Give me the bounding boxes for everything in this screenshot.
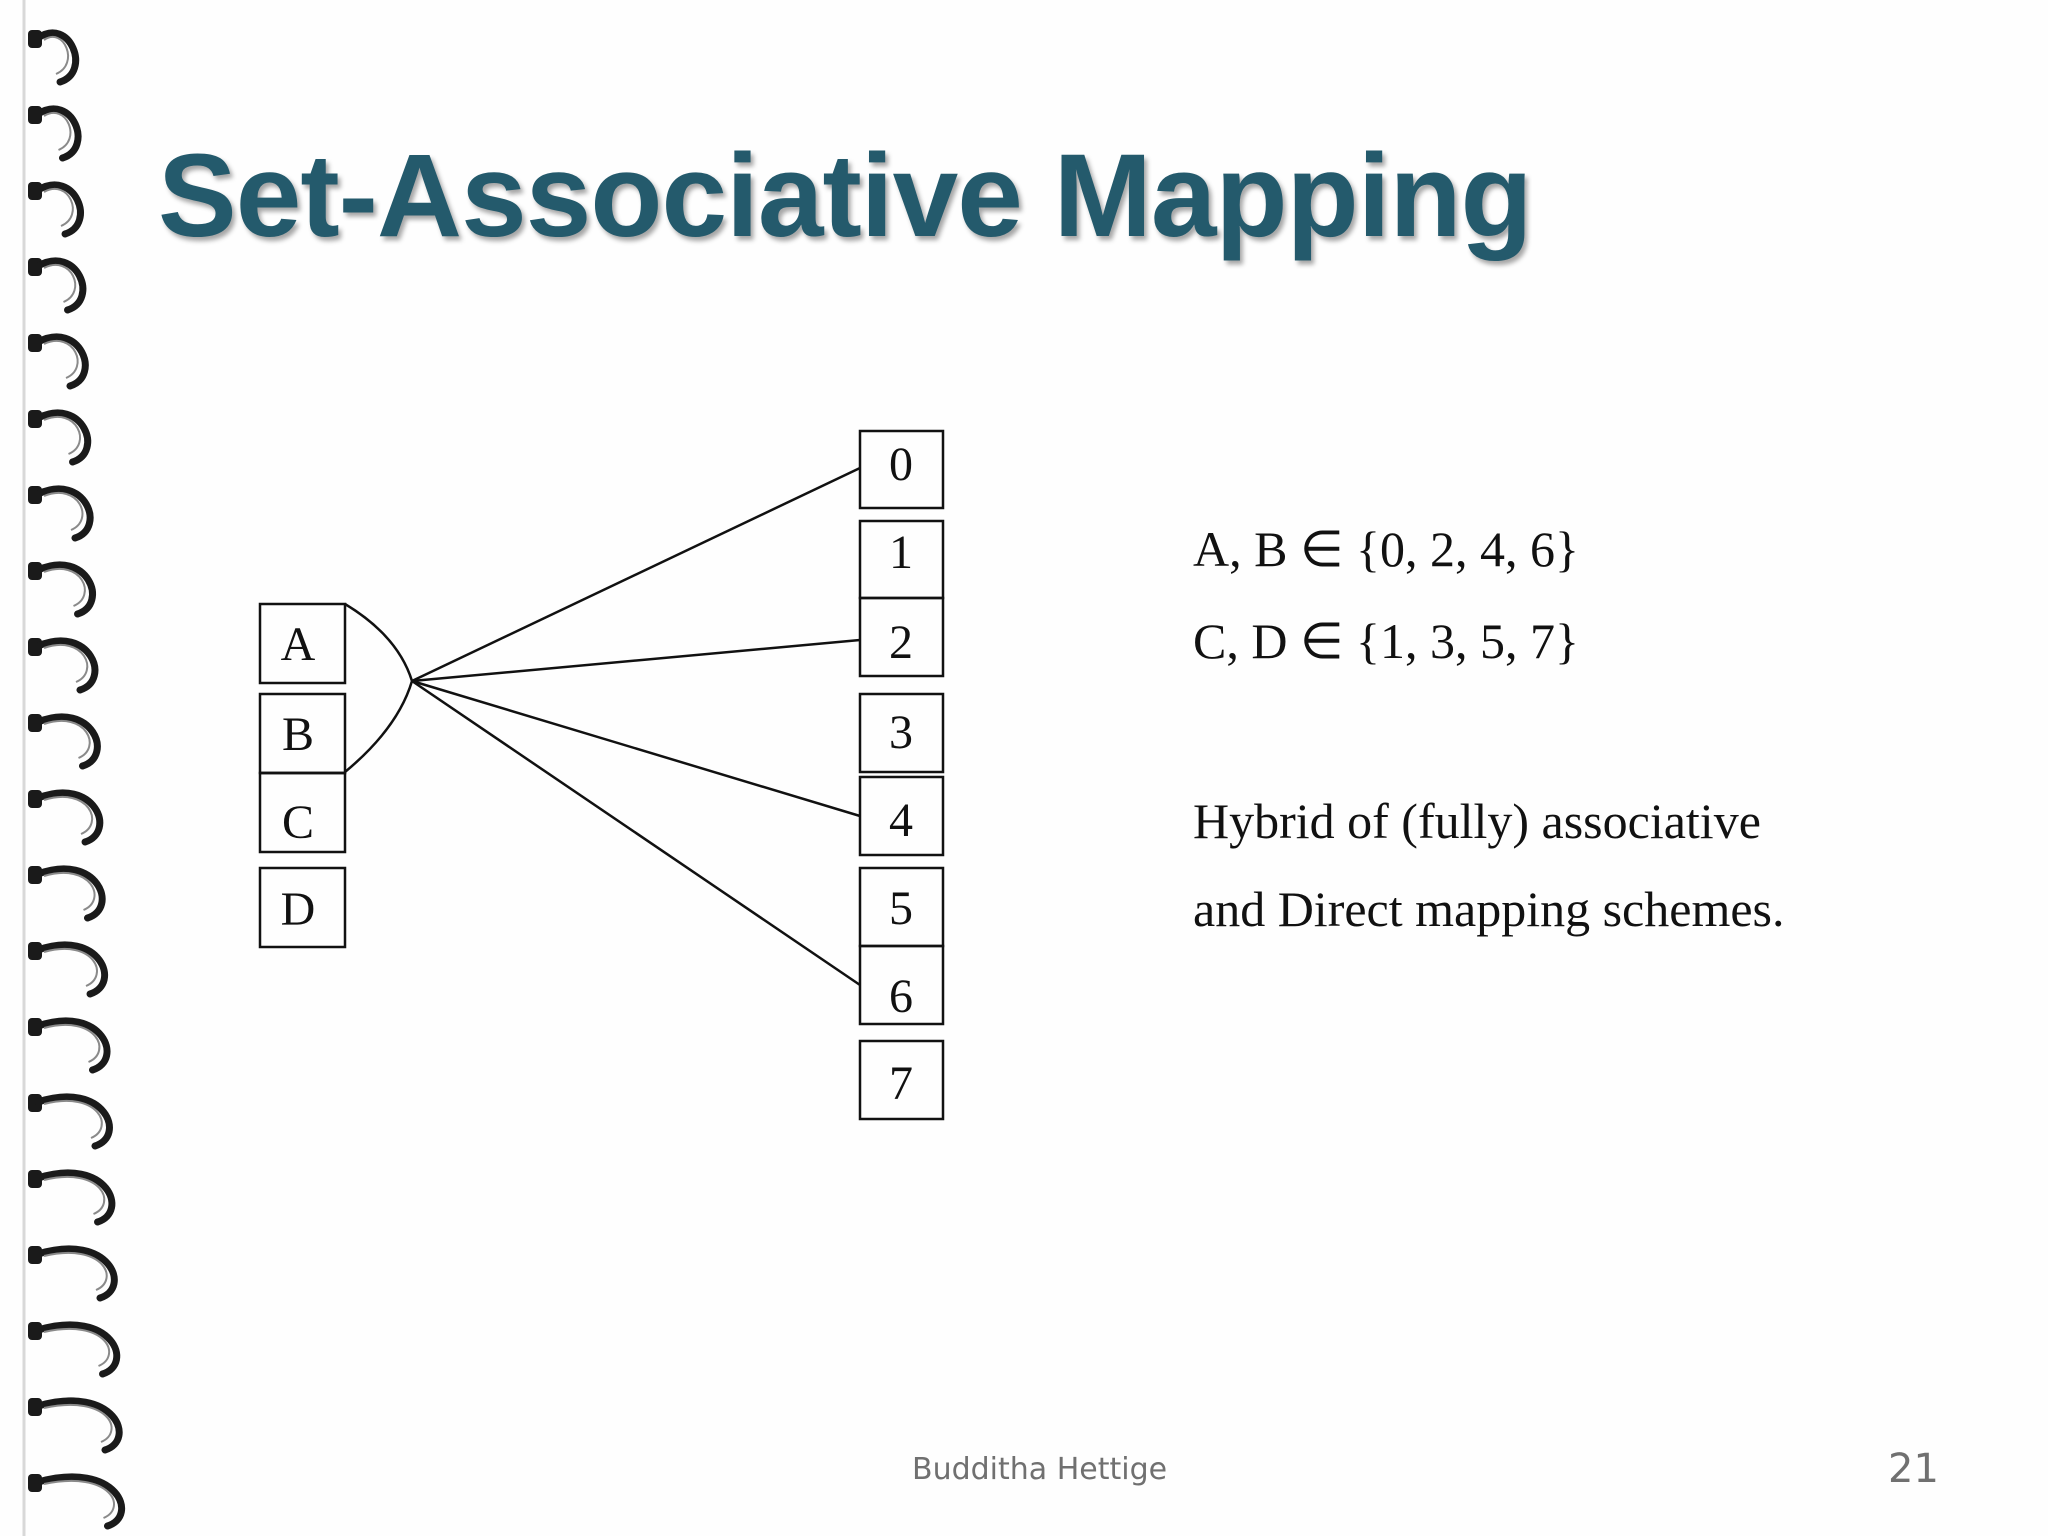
slide-title: Set-Associative Mapping (158, 130, 1533, 262)
mapping-line-0 (411, 466, 861, 683)
cache-line-box-a (258, 602, 347, 685)
memory-block-1: 1 (889, 526, 913, 579)
note-set-cd: C, D ∈ {1, 3, 5, 7} (1193, 613, 1580, 669)
group-brace (344, 602, 414, 773)
cache-line-b: B (282, 708, 314, 761)
memory-block-4: 4 (889, 794, 913, 847)
cache-line-c: C (282, 796, 314, 849)
memory-block-7: 7 (889, 1057, 913, 1110)
note-hybrid-line-2: and Direct mapping schemes. (1193, 881, 1785, 937)
cache-line-d: D (281, 883, 316, 936)
spiral-binding-icon (22, 0, 126, 1536)
note-set-ab: A, B ∈ {0, 2, 4, 6} (1193, 521, 1580, 577)
memory-block-box-2 (858, 596, 945, 678)
cache-line-box-c (258, 771, 347, 854)
memory-block-3: 3 (889, 706, 913, 759)
memory-block-box-3 (858, 692, 945, 774)
memory-block-box-4 (858, 775, 945, 857)
footer-author: Budditha Hettige (912, 1452, 1168, 1487)
memory-block-box-7 (858, 1039, 945, 1121)
memory-block-6: 6 (889, 970, 913, 1023)
cache-line-a: A (281, 618, 316, 671)
mapping-line-6 (411, 679, 861, 987)
memory-block-box-6 (858, 944, 945, 1026)
mapping-line-2 (411, 638, 861, 683)
memory-block-5: 5 (889, 882, 913, 935)
memory-block-2: 2 (889, 616, 913, 669)
mapping-line-4 (411, 679, 861, 818)
note-hybrid-line-1: Hybrid of (fully) associative (1193, 793, 1761, 849)
memory-block-box-0 (858, 429, 945, 510)
memory-block-0: 0 (889, 438, 913, 491)
page-number: 21 (1888, 1446, 1939, 1492)
cache-line-box-d (258, 866, 347, 949)
